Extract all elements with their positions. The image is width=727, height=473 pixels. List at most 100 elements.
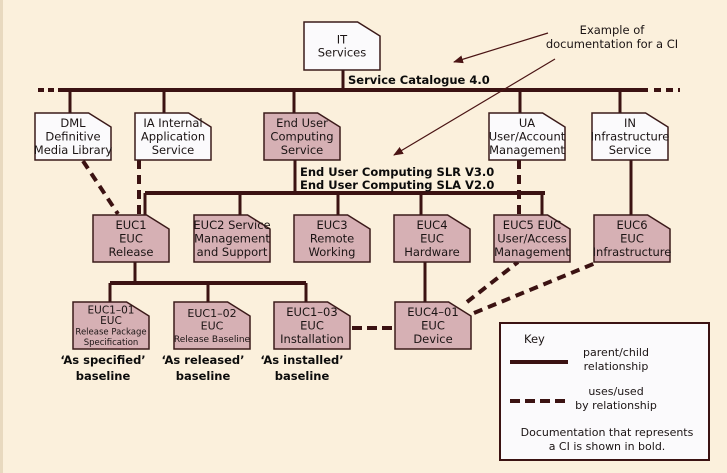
document-shape (293, 214, 371, 263)
node-label-line: EUC4–01 (407, 305, 458, 319)
euc5-to-device-dashed (465, 260, 520, 304)
node-label-line: EUC3 (316, 218, 347, 232)
node-label-line: Media Library (34, 143, 113, 157)
node-label-line: EUC6 (616, 218, 647, 232)
node-label-line: EUC (300, 319, 324, 333)
node-label-line: EUC4 (416, 218, 447, 232)
baseline-installed: ‘As installed’ baseline (260, 353, 343, 383)
legend-note-line-2: a CI is shown in bold. (549, 440, 666, 453)
annotation-note: Example of documentation for a CI (546, 23, 678, 51)
euc-sla-label: End User Computing SLA V2.0 (300, 178, 494, 192)
node-label-line: Infrastructure (591, 130, 670, 144)
euc6-to-device-dashed (473, 260, 599, 315)
document-shape (134, 112, 212, 161)
node-label-line: EUC (620, 232, 644, 246)
node-label-line: Working (309, 245, 356, 259)
node-label-line: EUC (100, 315, 122, 327)
node-label-line: EUC1–02 (187, 307, 236, 320)
dml-to-euc1-dashed (81, 159, 120, 216)
annotation-line-2: documentation for a CI (546, 37, 678, 51)
node-label-line: EUC (119, 232, 143, 246)
node-label-line: Services (318, 46, 367, 60)
baseline-specified-line-2: baseline (76, 369, 131, 383)
document-shape (173, 301, 251, 350)
node-label-line: Infrastructure (593, 245, 672, 259)
node-label-line: UA (519, 116, 535, 130)
document-shape (273, 301, 351, 350)
legend-box (499, 322, 710, 461)
service-catalogue-label: Service Catalogue 4.0 (348, 73, 490, 87)
legend-key: Key parent/child relationship uses/used … (499, 322, 710, 461)
node-label-line: Definitive (45, 130, 100, 144)
legend-uses-line-1: uses/used (588, 385, 643, 398)
node-label-line: User/Access (497, 232, 566, 246)
baseline-installed-line-2: baseline (275, 369, 330, 383)
annotation-arrow-to-catalogue (453, 32, 549, 64)
node-label-line: EUC1–03 (286, 305, 337, 319)
node-label-line: Management (494, 245, 570, 259)
baseline-specified: ‘As specified’ baseline (60, 353, 145, 383)
legend-parent-child-line-1: parent/child (583, 346, 649, 359)
node-label-line: User/Account (489, 130, 566, 144)
legend-parent-child-line-2: relationship (584, 360, 649, 373)
document-shape (193, 214, 271, 263)
document-shape (72, 301, 150, 350)
baseline-released: ‘As released’ baseline (161, 353, 244, 383)
document-shape (92, 214, 170, 263)
euc-slr-label: End User Computing SLR V3.0 (300, 165, 494, 179)
document-shape (393, 214, 471, 263)
node-label-line: EUC1–01 (88, 305, 135, 317)
node-label-line: Release (109, 245, 154, 259)
legend-note-line-1: Documentation that represents (521, 426, 694, 439)
node-label-line: Specification (84, 338, 139, 348)
node-label-line: IT (337, 33, 348, 47)
node-label-line: Release Baseline (174, 335, 251, 345)
annotation-arrow-to-slr (393, 58, 556, 156)
page-edge (0, 0, 3, 473)
node-label-line: Computing (270, 130, 333, 144)
document-shape (493, 214, 571, 263)
node-label-line: Application (141, 130, 205, 144)
node-label-line: DML (60, 116, 86, 130)
baseline-installed-line-1: ‘As installed’ (260, 353, 343, 367)
document-shape (303, 21, 381, 71)
annotation-line-1: Example of (580, 23, 646, 37)
document-shape (488, 112, 566, 161)
node-label-line: EUC1 (115, 218, 146, 232)
node-label-line: and Support (197, 245, 268, 259)
node-label-line: Remote (310, 232, 354, 246)
baseline-released-line-2: baseline (176, 369, 231, 383)
node-label-line: IA Internal (143, 116, 202, 130)
legend-title: Key (524, 332, 545, 346)
node-label-line: Management (194, 232, 270, 246)
node-label-line: Management (489, 143, 565, 157)
node-label-line: Hardware (404, 245, 460, 259)
node-label-line: Release Package (75, 328, 146, 338)
document-shape (591, 112, 669, 161)
legend-uses-line-2: by relationship (575, 399, 657, 412)
node-label-line: Device (413, 332, 452, 346)
document-shape (593, 214, 671, 263)
baseline-released-line-1: ‘As released’ (161, 353, 244, 367)
node-label-line: Service (152, 143, 195, 157)
node-label-line: Service (281, 143, 324, 157)
document-shape (263, 112, 341, 161)
node-label-line: EUC5 EUC (503, 218, 561, 232)
document-shape (34, 112, 112, 161)
